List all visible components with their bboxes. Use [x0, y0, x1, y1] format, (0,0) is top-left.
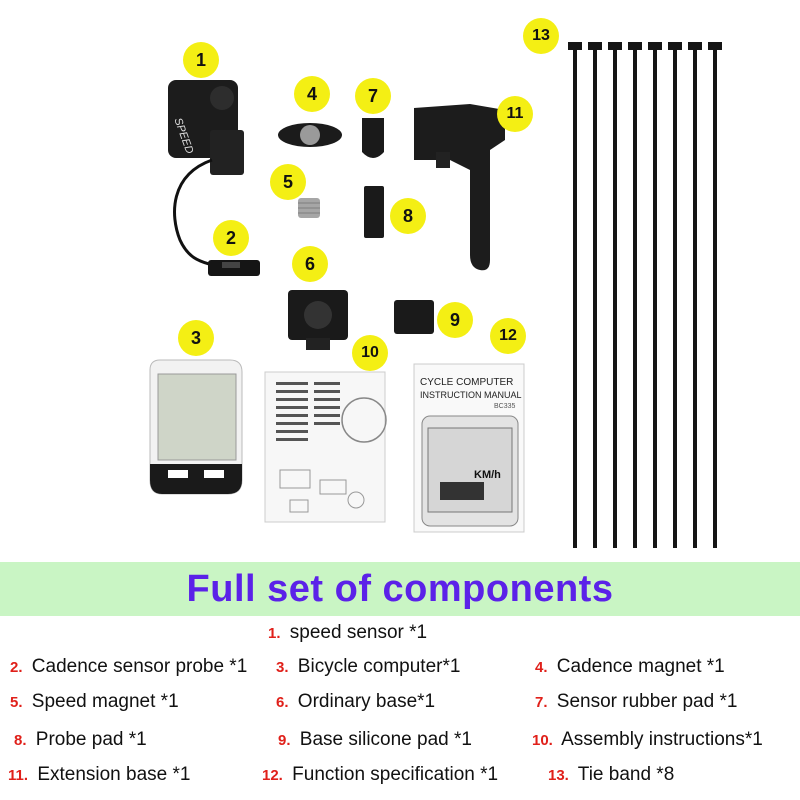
- component-text: Cadence sensor probe *1: [31, 656, 248, 677]
- component-9: 9. Base silicone pad *1: [278, 729, 472, 751]
- component-3: 3. Bicycle computer*1: [276, 656, 460, 678]
- cadence-sensor-probe: [208, 260, 260, 276]
- component-text: Probe pad *1: [35, 729, 147, 750]
- component-number: 8.: [14, 732, 27, 749]
- component-2: 2. Cadence sensor probe *1: [10, 656, 247, 678]
- component-4: 4. Cadence magnet *1: [535, 656, 725, 678]
- component-6: 6. Ordinary base*1: [276, 691, 435, 713]
- badge-1: 1: [183, 42, 219, 78]
- badge-12: 12: [490, 318, 526, 354]
- component-number: 12.: [262, 767, 283, 784]
- component-number: 4.: [535, 659, 548, 676]
- component-text: speed sensor *1: [289, 622, 428, 643]
- component-13: 13. Tie band *8: [548, 764, 674, 786]
- probe-pad: [364, 186, 384, 238]
- instruction-manual: CYCLE COMPUTER INSTRUCTION MANUAL BC335 …: [413, 363, 525, 533]
- component-number: 3.: [276, 659, 289, 676]
- component-number: 5.: [10, 694, 23, 711]
- component-number: 2.: [10, 659, 23, 676]
- component-1: 1. speed sensor *1: [268, 622, 427, 644]
- component-text: Bicycle computer*1: [297, 656, 461, 677]
- badge-7: 7: [355, 78, 391, 114]
- speed-sensor: SPEED: [168, 80, 244, 268]
- badge-10: 10: [352, 335, 388, 371]
- component-text: Ordinary base*1: [297, 691, 436, 712]
- base-silicone-pad: [394, 300, 434, 334]
- badge-5: 5: [270, 164, 306, 200]
- ordinary-base: [288, 290, 348, 350]
- product-photo: SPEED: [149, 18, 722, 548]
- badge-4: 4: [294, 76, 330, 112]
- badge-3: 3: [178, 320, 214, 356]
- component-10: 10. Assembly instructions*1: [532, 729, 763, 751]
- component-number: 13.: [548, 767, 569, 784]
- assembly-instructions: [264, 371, 387, 523]
- banner-title: Full set of components: [186, 568, 614, 610]
- speed-magnet: [298, 198, 320, 218]
- component-12: 12. Function specification *1: [262, 764, 498, 786]
- title-banner: [0, 562, 800, 616]
- bicycle-computer: [149, 359, 243, 495]
- badge-8: 8: [390, 198, 426, 234]
- badge-6: 6: [292, 246, 328, 282]
- component-5: 5. Speed magnet *1: [10, 691, 179, 713]
- component-number: 11.: [8, 767, 29, 784]
- component-text: Extension base *1: [37, 764, 191, 785]
- badge-11: 11: [497, 96, 533, 132]
- component-text: Sensor rubber pad *1: [556, 691, 738, 712]
- badge-2: 2: [213, 220, 249, 256]
- component-number: 9.: [278, 732, 291, 749]
- component-text: Base silicone pad *1: [299, 729, 472, 750]
- tie-bands: [568, 42, 722, 548]
- component-number: 1.: [268, 625, 281, 642]
- component-7: 7. Sensor rubber pad *1: [535, 691, 737, 713]
- manual-model: BC335: [494, 403, 516, 410]
- sensor-rubber-pad: [362, 118, 384, 158]
- cadence-magnet: [278, 123, 342, 147]
- component-11: 11. Extension base *1: [8, 764, 190, 786]
- extension-base: [414, 104, 505, 271]
- badge-13: 13: [523, 18, 559, 54]
- component-8: 8. Probe pad *1: [14, 729, 147, 751]
- component-text: Cadence magnet *1: [556, 656, 725, 677]
- manual-title-line1: CYCLE COMPUTER: [420, 377, 513, 388]
- badge-9: 9: [437, 302, 473, 338]
- component-number: 6.: [276, 694, 289, 711]
- component-text: Function specification *1: [292, 764, 499, 785]
- component-number: 10.: [532, 732, 553, 749]
- manual-title-line2: INSTRUCTION MANUAL: [420, 390, 522, 400]
- lcd-unit: KM/h: [474, 469, 501, 481]
- component-text: Speed magnet *1: [31, 691, 179, 712]
- component-number: 7.: [535, 694, 548, 711]
- components-illustration: SPEED: [149, 42, 722, 548]
- component-text: Assembly instructions*1: [561, 729, 763, 750]
- component-text: Tie band *8: [577, 764, 675, 785]
